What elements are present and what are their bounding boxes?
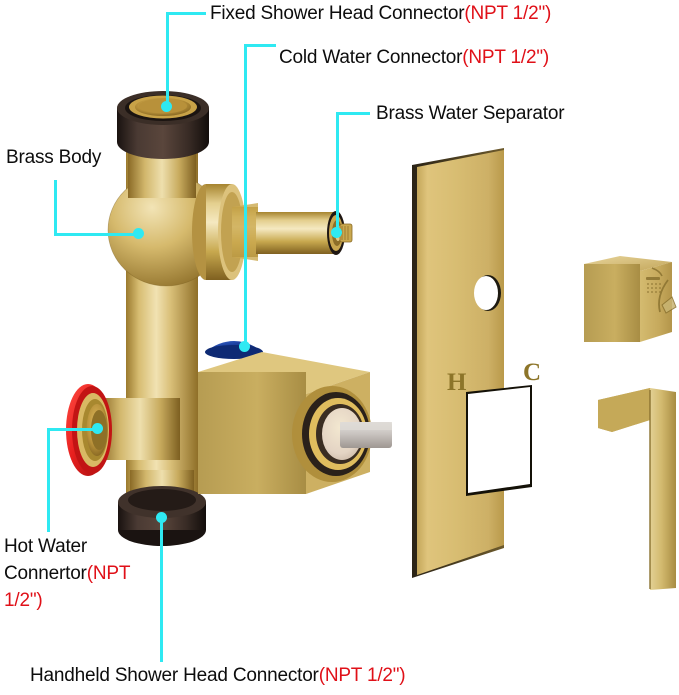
cartridge-block bbox=[198, 341, 392, 494]
callout-fixed-shower-head-connector: Fixed Shower Head Connector(NPT 1/2") bbox=[210, 1, 551, 26]
leader-cold-water-h bbox=[244, 44, 276, 47]
shower-spray-icon bbox=[646, 267, 677, 314]
square-diverter-knob bbox=[584, 256, 677, 342]
callout-spec-hot-water: (NPT 1/2") bbox=[4, 563, 130, 611]
brass-valve-body bbox=[66, 91, 392, 546]
leader-fixed-shower-head-v bbox=[166, 12, 169, 107]
callout-label-handheld: Handheld Shower Head Connector bbox=[30, 665, 319, 686]
callout-label-cold-water: Cold Water Connector bbox=[279, 47, 463, 68]
leader-dot-hot-water bbox=[92, 423, 103, 434]
leader-brass-body-v bbox=[54, 180, 57, 236]
leader-dot-separator bbox=[331, 227, 342, 238]
leader-fixed-shower-head-h bbox=[166, 12, 206, 15]
callout-label-hot-water: Hot Water Connertor bbox=[4, 536, 88, 584]
callout-spec-fixed-shower-head: (NPT 1/2") bbox=[464, 3, 552, 24]
cold-mark: C bbox=[523, 359, 541, 386]
brass-water-separator bbox=[192, 184, 353, 280]
leader-handheld-v bbox=[160, 516, 163, 662]
leader-dot-fixed-shower-head bbox=[161, 101, 172, 112]
callout-label-brass-separator: Brass Water Separator bbox=[376, 103, 565, 124]
bottom-port-cap bbox=[118, 470, 206, 546]
callout-spec-cold-water: (NPT 1/2") bbox=[462, 47, 550, 68]
leader-cold-water-v bbox=[244, 44, 247, 347]
leader-dot-brass-body bbox=[133, 228, 144, 239]
leader-brass-body-h bbox=[54, 233, 140, 236]
callout-hot-water-connector: Hot Water Connertor(NPT 1/2") bbox=[4, 533, 134, 614]
leader-separator-v bbox=[336, 112, 339, 232]
callout-label-brass-body: Brass Body bbox=[6, 147, 102, 168]
callout-label-fixed-shower-head: Fixed Shower Head Connector bbox=[210, 3, 465, 24]
callout-handheld-shower-head-connector: Handheld Shower Head Connector(NPT 1/2") bbox=[30, 663, 406, 688]
leader-separator-h bbox=[336, 112, 370, 115]
leader-hot-water-v bbox=[47, 428, 50, 532]
leader-dot-handheld bbox=[156, 512, 167, 523]
callout-cold-water-connector: Cold Water Connector(NPT 1/2") bbox=[279, 45, 549, 70]
lever-handle bbox=[598, 388, 676, 590]
callout-brass-water-separator: Brass Water Separator bbox=[376, 101, 565, 126]
gold-trim-plate: H C bbox=[412, 148, 541, 578]
callout-spec-handheld: (NPT 1/2") bbox=[318, 665, 406, 686]
leader-dot-cold-water bbox=[239, 341, 250, 352]
leader-hot-water-h bbox=[47, 428, 99, 431]
callout-brass-body: Brass Body bbox=[6, 145, 101, 170]
hot-mark: H bbox=[447, 369, 467, 396]
